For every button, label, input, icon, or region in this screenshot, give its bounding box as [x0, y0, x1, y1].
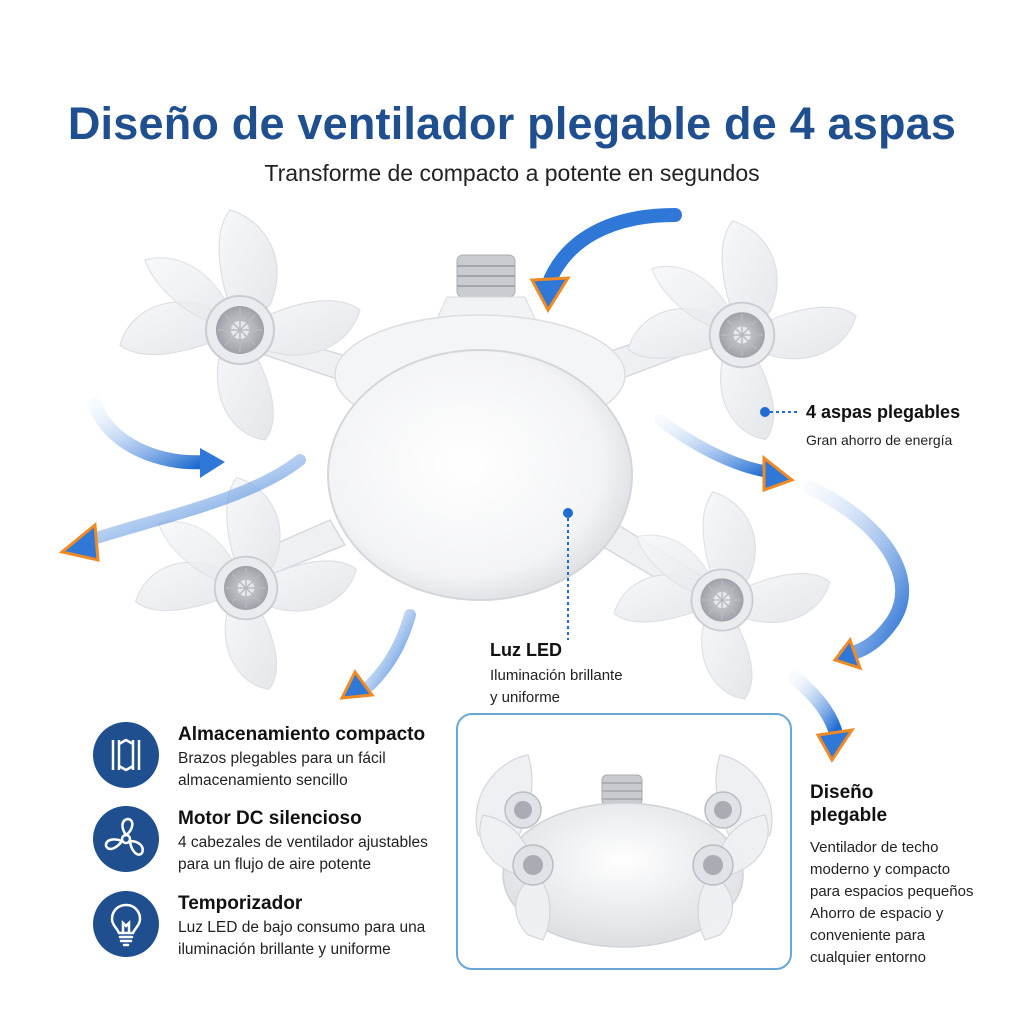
feature-text-line1: 4 cabezales de ventilador ajustables	[178, 834, 428, 851]
folding-arms-icon	[93, 722, 159, 788]
callout-folding-line: moderno y compacto	[810, 861, 951, 878]
fan-head-bottom-left	[134, 476, 358, 691]
led-disc	[327, 349, 633, 601]
folded-fan-inset	[456, 713, 792, 970]
callout-folding-line: Ventilador de techo	[810, 839, 939, 856]
callout-folding-title-2: plegable	[810, 805, 888, 826]
callout-led: Luz LED Iluminación brillante y uniforme	[490, 640, 623, 709]
callout-led-title: Luz LED	[490, 640, 562, 660]
fan-icon	[93, 806, 159, 872]
folded-fan-illustration	[475, 754, 773, 948]
page-title: Diseño de ventilador plegable de 4 aspas	[67, 98, 957, 149]
callout-led-line1: Iluminación brillante	[490, 667, 623, 684]
callout-blades-text: Gran ahorro de energía	[806, 432, 953, 448]
callout-blades-title: 4 aspas plegables	[806, 402, 961, 422]
feature-text-line2: para un flujo de aire potente	[178, 856, 372, 873]
fan-head-top-left	[119, 209, 361, 441]
feature-text-line2: almacenamiento sencillo	[178, 772, 348, 789]
feature-text-line2: iluminación brillante y uniforme	[178, 941, 391, 958]
feature-title: Temporizador	[178, 893, 303, 914]
feature-title: Almacenamiento compacto	[178, 724, 426, 745]
light-bulb-icon	[93, 891, 159, 957]
airflow-arrows	[58, 208, 909, 763]
callout-pointers	[563, 407, 800, 640]
callout-folding-line: Ahorro de espacio y	[810, 905, 944, 922]
feature-title: Motor DC silencioso	[178, 808, 362, 829]
fan-head-bottom-right	[613, 491, 831, 700]
callout-folding-line: conveniente para	[810, 927, 926, 944]
feature-text-line1: Luz LED de bajo consumo para una	[178, 919, 426, 936]
callout-folding-title-1: Diseño	[810, 782, 874, 803]
page-subtitle: Transforme de compacto a potente en segu…	[264, 160, 760, 186]
callout-folding-line: cualquier entorno	[810, 949, 926, 966]
callout-led-line2: y uniforme	[490, 689, 561, 706]
callout-folding-line: para espacios pequeños	[810, 883, 974, 900]
callout-blades: 4 aspas plegables Gran ahorro de energía	[806, 402, 960, 451]
feature-text-line1: Brazos plegables para un fácil	[178, 750, 386, 767]
callout-folding: Diseño plegable Ventilador de techo mode…	[810, 781, 973, 969]
